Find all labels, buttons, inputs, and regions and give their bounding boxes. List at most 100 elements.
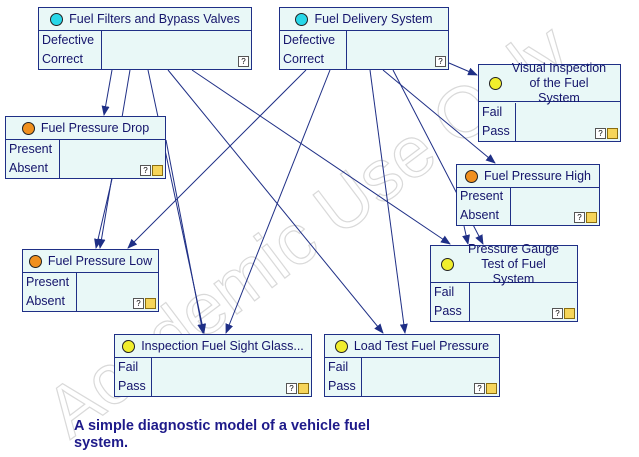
help-icon[interactable]: ? [286,383,297,394]
state-label: Fail [328,360,349,374]
node-title: Fuel Delivery System [314,11,433,26]
cyan-status-dot-icon [50,12,64,26]
yellow-status-dot-icon [122,339,136,353]
help-icon[interactable]: ? [238,56,249,67]
note-icon[interactable] [564,308,575,319]
orange-status-dot-icon [21,121,35,135]
edge-fuel-delivery-to-load-test [369,69,408,334]
edge-fuel-filters-to-gauge-test [191,69,451,245]
edge-pressure-drop-to-pressure-low [94,178,113,249]
node-icons: ? [140,165,163,176]
yellow-status-dot-icon [334,339,348,353]
state-label: Pass [118,379,146,393]
note-icon[interactable] [486,383,497,394]
state-label: Present [460,189,504,203]
node-title: Fuel Filters and Bypass Valves [69,11,240,26]
node-title-bar: Fuel Pressure Drop [6,117,165,140]
node-title-bar: Fuel Delivery System [280,8,448,31]
state-label: Correct [283,52,324,66]
yellow-status-dot-icon [488,76,502,90]
node-title-bar: Load Test Fuel Pressure [325,335,499,358]
help-icon[interactable]: ? [435,56,446,67]
figure-caption: A simple diagnostic model of a vehicle f… [74,418,370,451]
state-label: Present [9,142,53,156]
node-title: Visual Inspection of the Fuel System [511,60,607,105]
node-icons: ? [552,308,575,319]
node-title-bar: Pressure Gauge Test of Fuel System [431,242,577,286]
state-label: Pass [328,379,356,393]
state-label: Fail [434,285,455,299]
edge-fuel-delivery-to-visual-inspection [448,62,478,76]
node-title: Pressure Gauge Test of Fuel System [467,241,560,286]
node-title: Fuel Pressure High [484,168,591,183]
node-icons: ? [238,56,249,67]
note-icon[interactable] [145,298,156,309]
orange-status-dot-icon [28,254,42,268]
edge-pressure-drop-to-sight-glass [165,139,206,334]
state-label: Correct [42,52,83,66]
help-icon[interactable]: ? [552,308,563,319]
note-icon[interactable] [298,383,309,394]
state-label: Fail [118,360,139,374]
edge-fuel-filters-to-load-test [167,69,384,334]
node-title-bar: Fuel Pressure High [457,165,599,188]
help-icon[interactable]: ? [595,128,606,139]
node-icons: ? [595,128,618,139]
help-icon[interactable]: ? [474,383,485,394]
state-label: Fail [482,105,503,119]
help-icon[interactable]: ? [140,165,151,176]
node-title: Inspection Fuel Sight Glass... [141,338,304,353]
note-icon[interactable] [586,212,597,223]
edge-fuel-filters-to-pressure-drop [101,69,113,116]
edge-fuel-delivery-to-pressure-low [127,69,307,249]
node-icons: ? [133,298,156,309]
node-title-bar: Inspection Fuel Sight Glass... [115,335,311,358]
yellow-status-dot-icon [440,257,454,271]
state-label: Pass [434,304,462,318]
state-label: Absent [460,208,499,222]
node-icons: ? [474,383,497,394]
state-label: Absent [26,294,65,308]
edge-fuel-delivery-to-pressure-high [382,69,496,164]
help-icon[interactable]: ? [574,212,585,223]
orange-status-dot-icon [465,169,478,183]
state-label: Absent [9,161,48,175]
node-icons: ? [286,383,309,394]
state-label: Pass [482,124,510,138]
state-label: Defective [283,33,336,47]
node-title-bar: Fuel Filters and Bypass Valves [39,8,251,31]
node-title: Load Test Fuel Pressure [353,338,490,353]
edge-pressure-high-to-gauge-test [462,225,470,245]
state-label: Present [26,275,70,289]
node-icons: ? [574,212,597,223]
node-title: Fuel Pressure Drop [40,120,150,135]
note-icon[interactable] [152,165,163,176]
node-icons: ? [435,56,446,67]
state-label: Defective [42,33,95,47]
node-title-bar: Visual Inspection of the Fuel System [479,61,620,105]
edge-fuel-delivery-to-sight-glass [225,69,331,334]
node-title: Fuel Pressure Low [47,253,153,268]
note-icon[interactable] [607,128,618,139]
cyan-status-dot-icon [295,12,309,26]
node-title-bar: Fuel Pressure Low [23,250,158,273]
help-icon[interactable]: ? [133,298,144,309]
